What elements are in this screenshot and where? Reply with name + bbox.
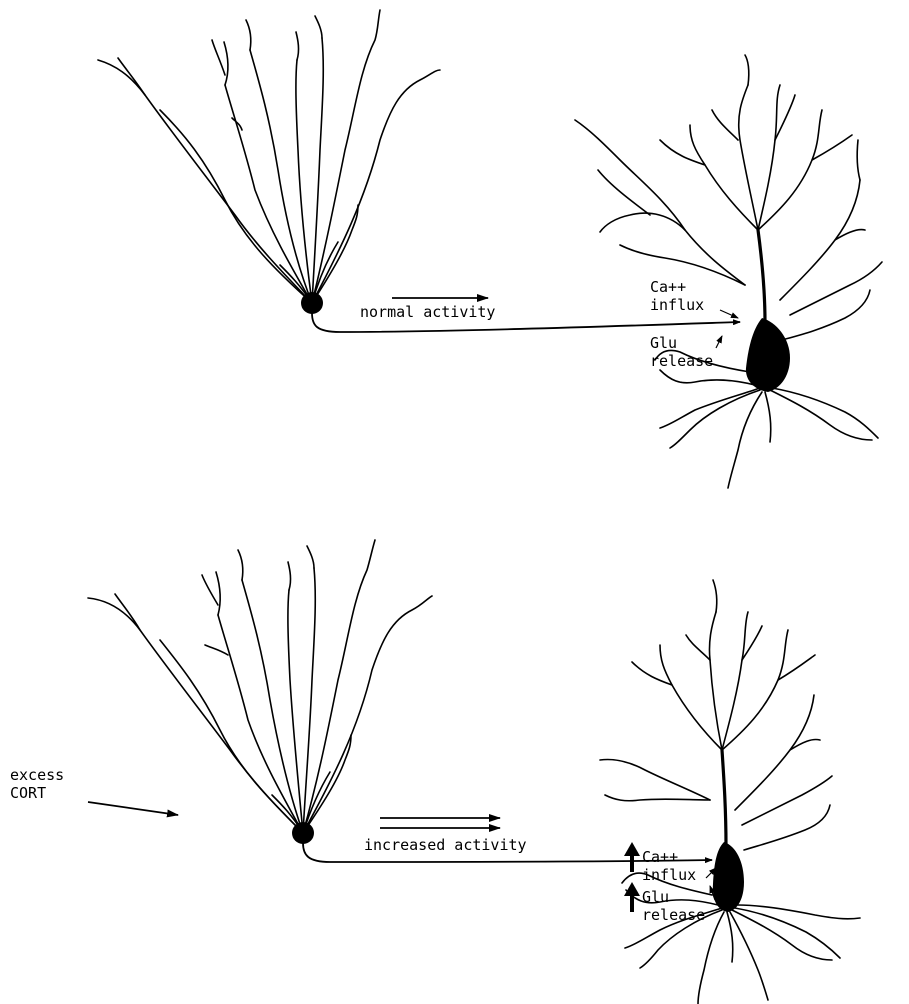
glu-label-top-line1: Glu <box>650 334 677 352</box>
ca-label-bottom-line2: influx <box>642 866 696 884</box>
activity-label-top: normal activity <box>360 303 495 321</box>
presynaptic-neuron-bottom <box>88 540 712 862</box>
ca-label-top-line1: Ca++ <box>650 278 686 296</box>
ca-label-top-line2: influx <box>650 296 704 314</box>
glu-label-top-line2: release <box>650 352 713 370</box>
ca-label-bottom-line1: Ca++ <box>642 848 678 866</box>
postsynaptic-neuron-top <box>575 55 882 488</box>
activity-label-bottom: increased activity <box>364 836 527 854</box>
glu-increase-up-arrow <box>624 882 640 912</box>
postsynaptic-neuron-bottom <box>600 580 860 1004</box>
glu-arrow-top <box>716 336 722 348</box>
ca-increase-up-arrow <box>624 842 640 872</box>
ca-arrow-top <box>720 310 738 318</box>
top-panel: normal activity <box>98 10 882 488</box>
presynaptic-neuron-top <box>98 10 740 332</box>
stimulus-arrow <box>88 802 178 815</box>
glu-label-bottom-line2: release <box>642 906 705 924</box>
stimulus-label-line1: excess <box>10 766 64 784</box>
stimulus-label-line2: CORT <box>10 784 46 802</box>
bottom-panel: excess CORT inc <box>10 540 860 1004</box>
glu-label-bottom-line1: Glu <box>642 888 669 906</box>
